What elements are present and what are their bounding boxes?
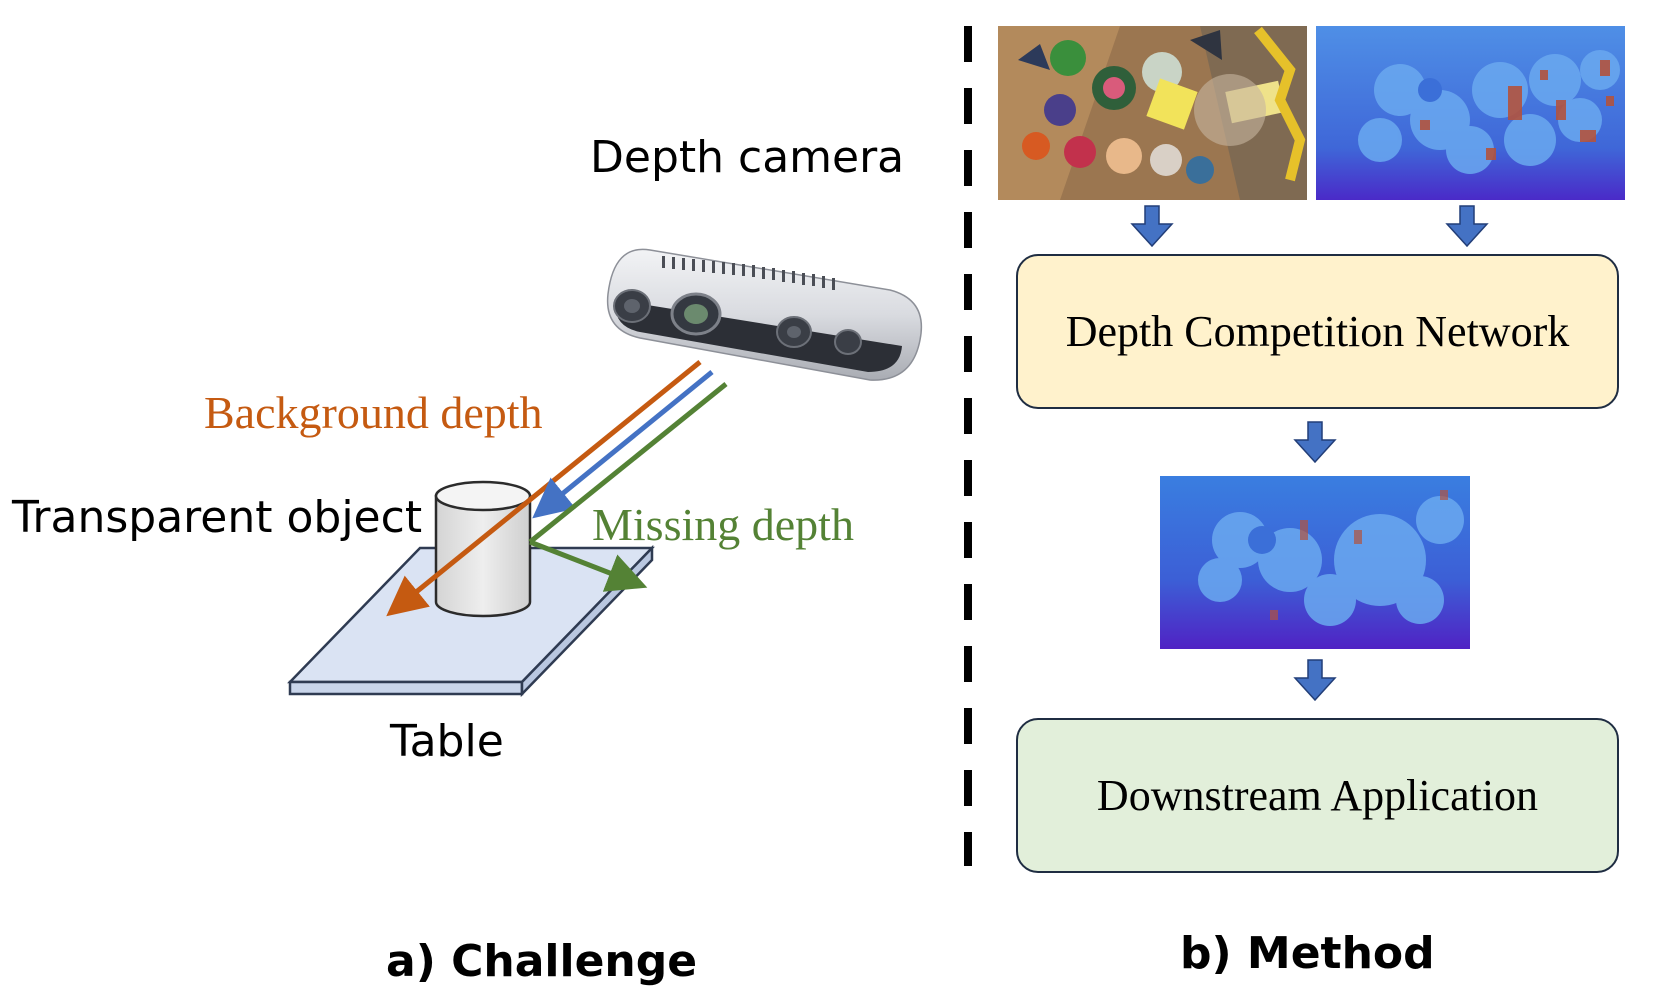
missing-depth-ray-out: [529, 539, 648, 592]
missing-depth-ray-in: [528, 382, 728, 544]
missing-depth-label: Missing depth: [592, 499, 854, 550]
down-arrow-network: [1293, 421, 1337, 464]
table-label: Table: [390, 716, 504, 767]
rgb-input-image: [998, 26, 1307, 200]
transparent-object-label: Transparent object: [12, 492, 423, 543]
background-depth-label: Background depth: [204, 387, 543, 438]
raw-depth-image: [1316, 26, 1625, 200]
down-arrow-output: [1293, 659, 1337, 702]
network-label: Depth Competition Network: [1065, 307, 1570, 356]
depth-camera-label: Depth camera: [590, 132, 905, 183]
method-caption: b) Method: [1180, 928, 1435, 979]
down-arrow-rgb: [1130, 205, 1174, 248]
blue-ray: [532, 370, 714, 519]
downstream-label: Downstream Application: [1096, 771, 1539, 820]
completed-depth-image: [1160, 476, 1470, 649]
downstream-application-box: Downstream Application: [1016, 718, 1619, 873]
down-arrow-depth: [1445, 205, 1489, 248]
depth-competition-network-box: Depth Competition Network: [1016, 254, 1619, 409]
challenge-caption: a) Challenge: [386, 936, 698, 987]
depth-rays: [386, 360, 728, 617]
transparent-object-cylinder: [434, 480, 532, 618]
depth-camera-icon: [606, 248, 923, 381]
input-arrows: [1130, 205, 1489, 702]
